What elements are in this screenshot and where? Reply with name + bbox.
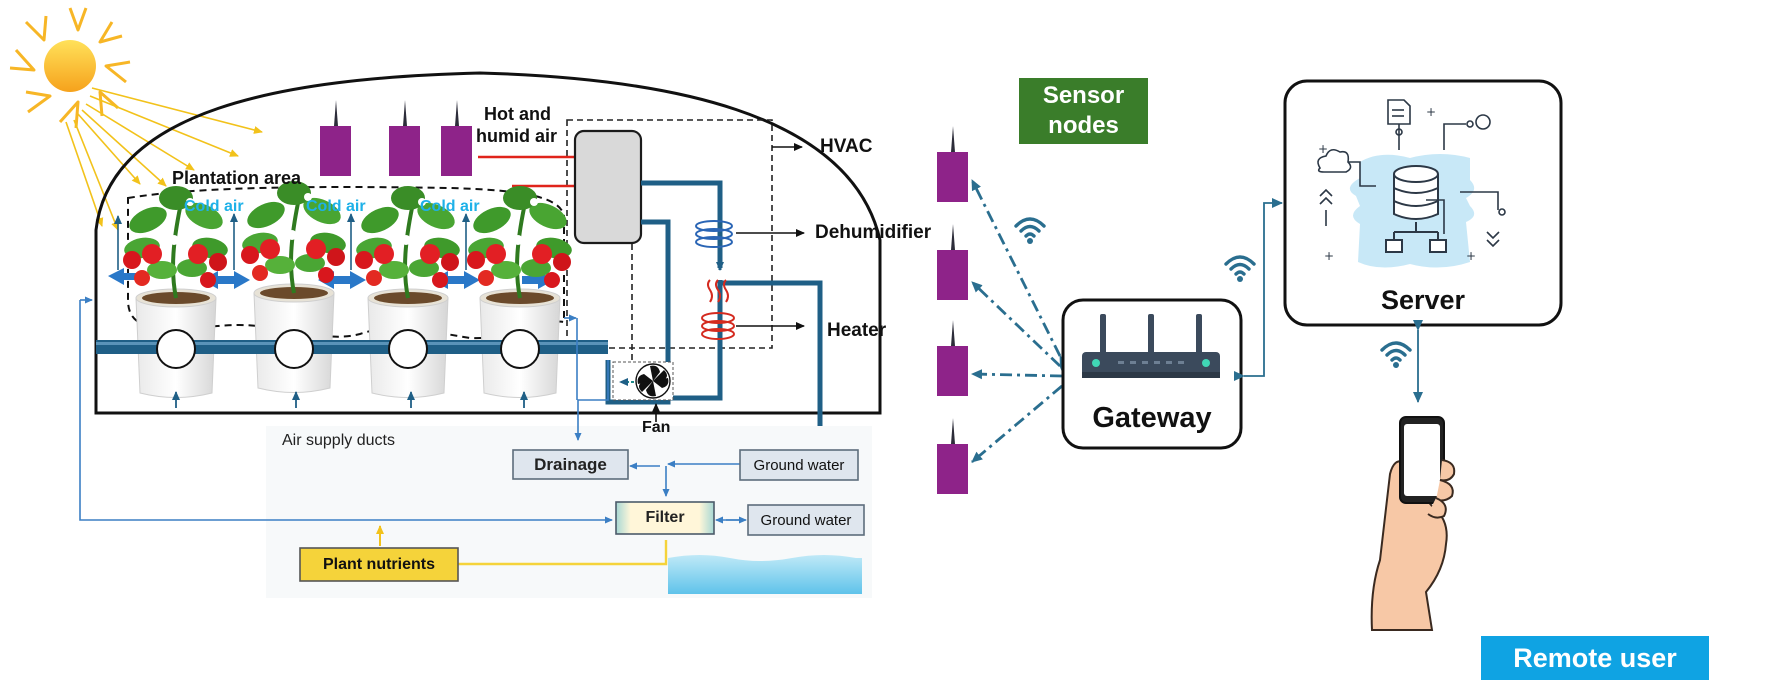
wifi-icon-2 — [1224, 255, 1256, 284]
svg-text:+: + — [1324, 249, 1334, 263]
gateway-label: Gateway — [1092, 401, 1212, 434]
svg-text:+: + — [1426, 105, 1436, 119]
ground-water-label-bottom: Ground water — [760, 511, 852, 529]
server-label: Server — [1380, 284, 1466, 315]
sensor-gateway-links — [970, 179, 1073, 464]
cold-air-arrows — [114, 213, 470, 270]
hot-air-label-line2: humid air — [476, 126, 558, 146]
remote-user-label: Remote user — [1481, 636, 1709, 680]
sensor-nodes-line1: Sensor — [1042, 82, 1125, 109]
air-supply-arrows — [172, 391, 528, 408]
water-network — [79, 296, 747, 524]
router-icon — [1082, 314, 1220, 378]
plantation-area-label: Plantation area — [172, 168, 302, 188]
sun-icon — [9, 7, 131, 129]
filter-box — [615, 501, 715, 535]
hot-air-label-line1: Hot and — [484, 104, 551, 124]
greenhouse-outline — [94, 71, 882, 415]
fan-label: Fan — [642, 419, 671, 436]
cold-air-label-3: Cold air — [420, 198, 480, 215]
cold-air-label-2: Cold air — [306, 198, 366, 215]
gateway-server-link — [1234, 198, 1283, 381]
plant-nutrients-label: Plant nutrients — [322, 555, 435, 573]
dehumidifier-label: Dehumidifier — [815, 222, 932, 243]
heater-icon — [701, 279, 735, 340]
filter-label: Filter — [645, 509, 685, 526]
ground-water-box-top — [739, 449, 859, 481]
drainage-box — [512, 449, 629, 480]
plantation-area-boundary — [127, 186, 565, 340]
greenhouse-sensors — [320, 100, 472, 176]
cold-air-label-1: Cold air — [184, 198, 244, 215]
sun-rays — [65, 87, 263, 231]
water-reservoir — [668, 555, 862, 594]
svg-text:+: + — [1318, 142, 1328, 156]
dehumidifier-unit — [573, 129, 643, 245]
svg-text:+: + — [1466, 249, 1476, 263]
smartphone-hand-icon — [1370, 416, 1456, 631]
irrigation-pipe — [96, 329, 608, 369]
iot-sensor-nodes — [937, 126, 968, 494]
database-icon: + + + + — [1317, 99, 1506, 268]
fan-icon — [612, 361, 674, 401]
hvac-label: HVAC — [820, 136, 873, 157]
coil-icon — [695, 220, 733, 248]
heater-label: Heater — [827, 320, 887, 341]
ground-water-label-top: Ground water — [753, 456, 845, 474]
sensor-nodes-title: Sensor nodes — [1019, 78, 1148, 144]
drainage-label: Drainage — [534, 454, 607, 474]
air-supply-ducts-label: Air supply ducts — [282, 432, 395, 449]
sensor-nodes-line2: nodes — [1048, 112, 1119, 139]
plant-nutrients-box — [299, 547, 459, 582]
wifi-icon — [1014, 217, 1046, 246]
wifi-icon-3 — [1380, 341, 1412, 370]
ground-water-box-bottom — [747, 504, 865, 536]
